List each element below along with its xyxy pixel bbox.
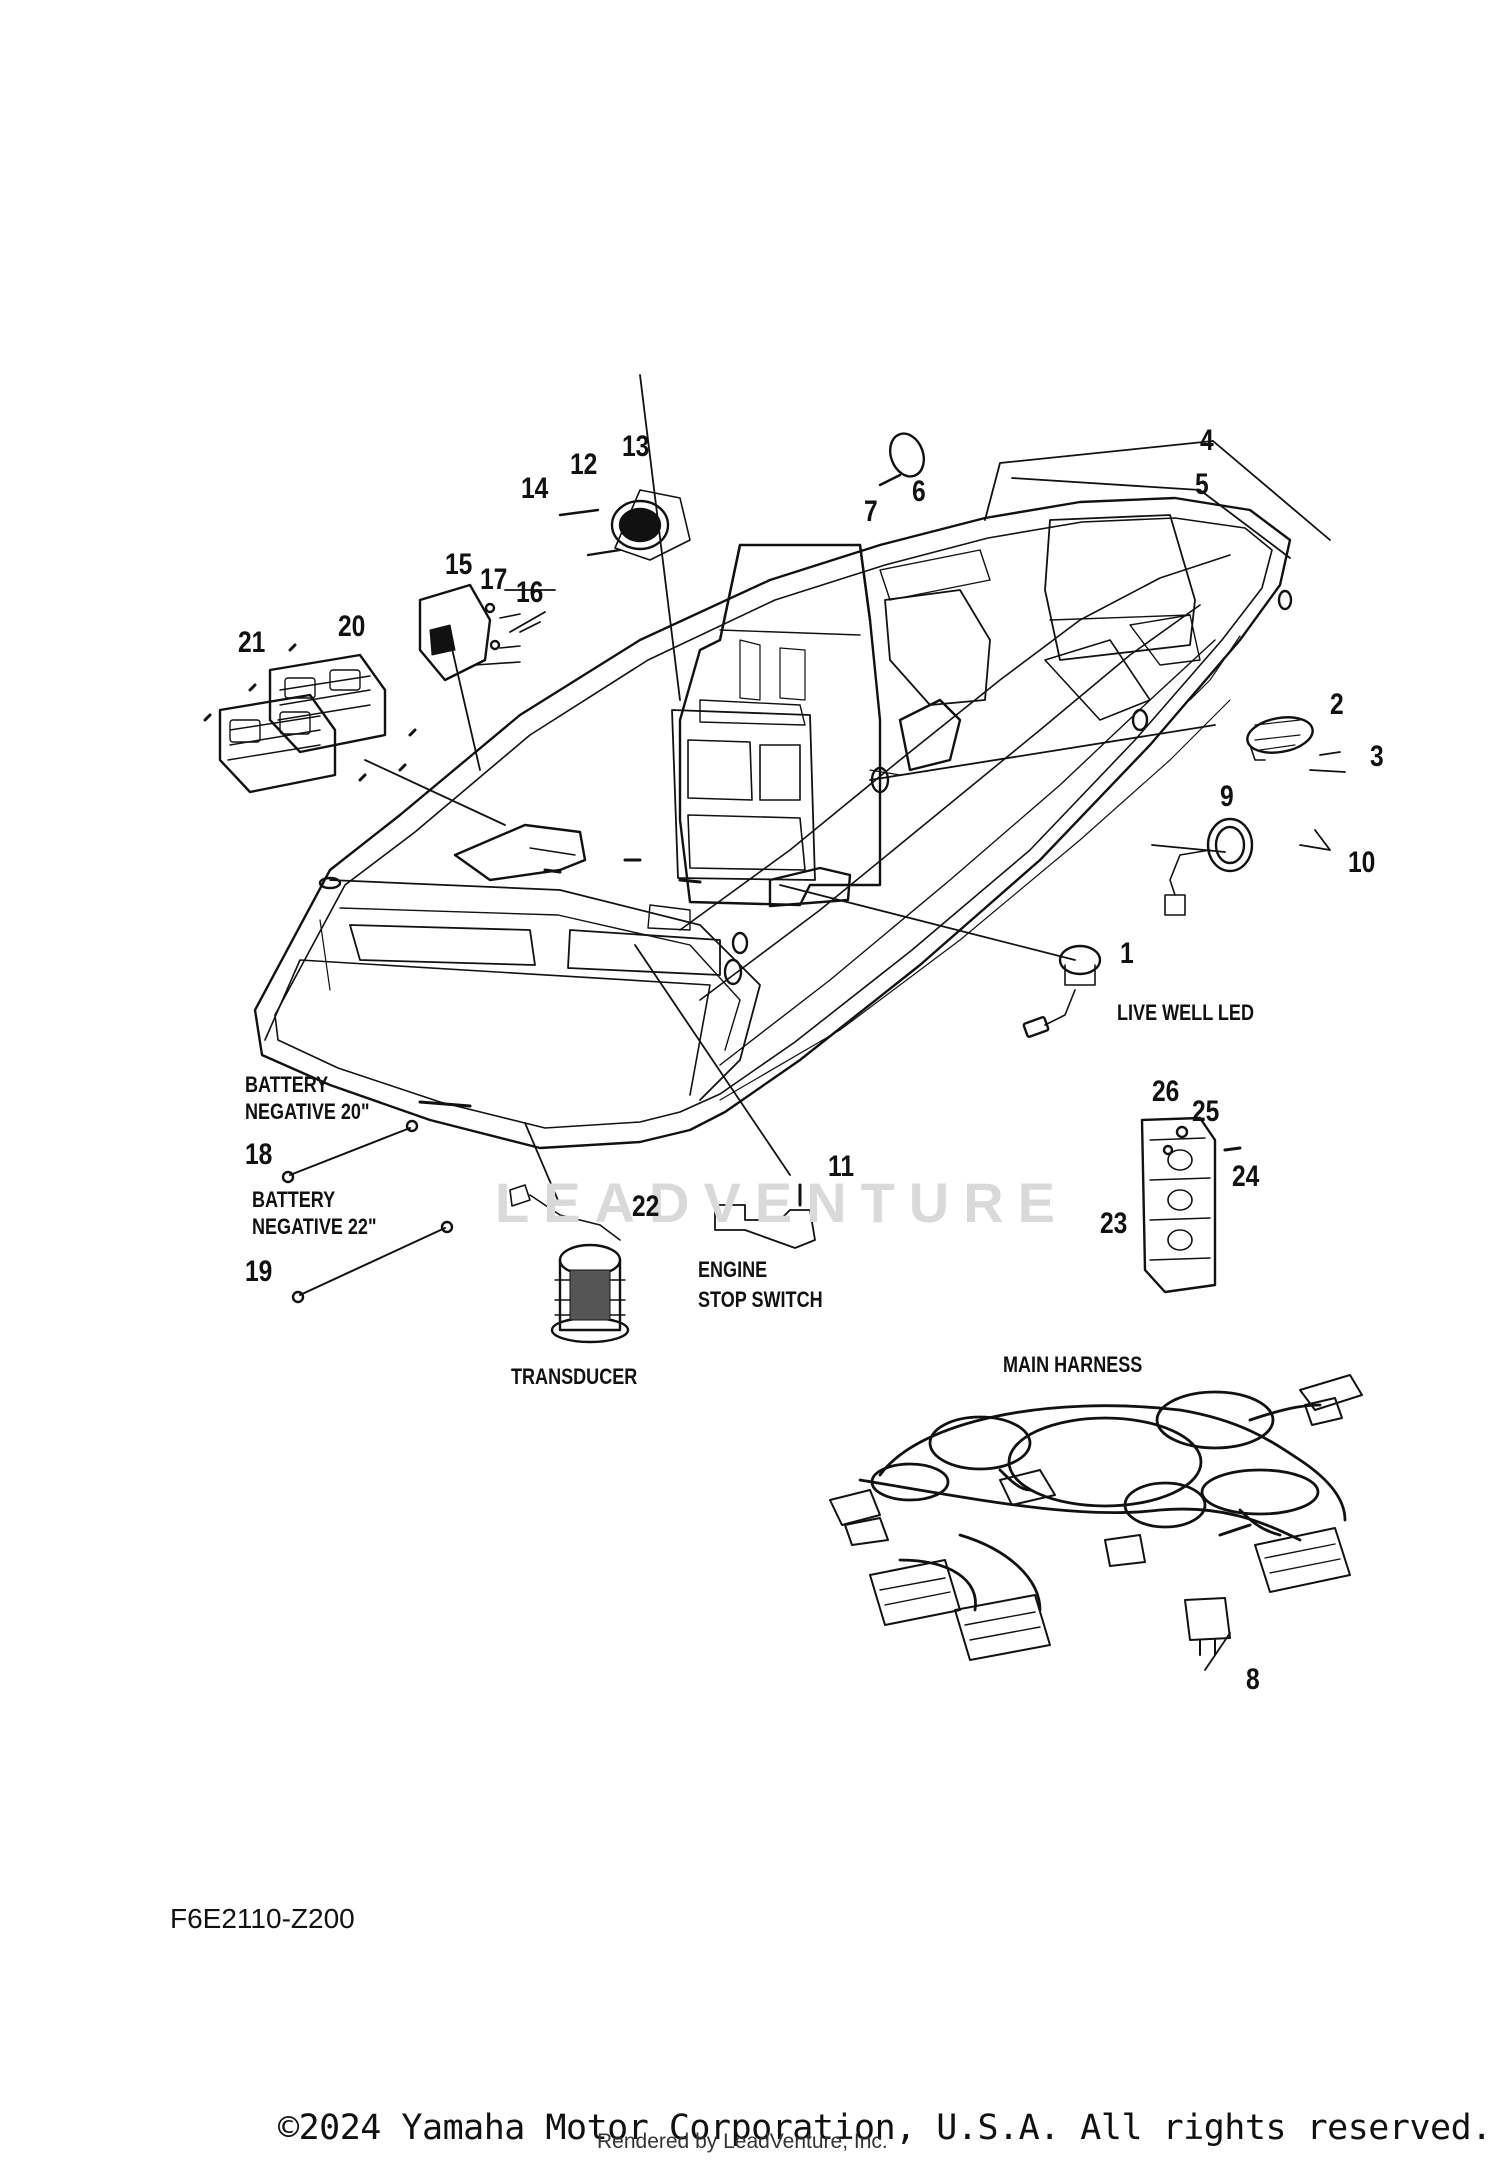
part-number-19: 19	[245, 1255, 273, 1288]
caption-battery-negative-22-line2: NEGATIVE 22"	[252, 1214, 377, 1239]
small-parts	[203, 432, 1314, 1344]
part-number-9: 9	[1220, 780, 1234, 813]
caption-battery-negative-22-line1: BATTERY	[252, 1187, 336, 1212]
part-number-26: 26	[1152, 1075, 1180, 1108]
boat-hull-drawing	[253, 496, 1293, 1150]
rendered-by-notice: Rendered by LeadVenture, Inc.	[597, 2130, 888, 2153]
caption-main-harness: MAIN HARNESS	[1003, 1352, 1143, 1377]
part-number-3: 3	[1370, 740, 1384, 773]
part-number-1: 1	[1120, 937, 1134, 970]
leader-lines	[364, 374, 1346, 1671]
part-number-4: 4	[1200, 424, 1214, 457]
part-number-14: 14	[521, 472, 549, 505]
copyright-notice: ©2024 Yamaha Motor Corporation, U.S.A. A…	[278, 2108, 1492, 2148]
part-number-10: 10	[1348, 846, 1376, 879]
part-number-11: 11	[828, 1150, 855, 1183]
watermark: LEADVENTURE	[495, 1171, 1070, 1234]
figure-code: F6E2110-Z200	[170, 1903, 355, 1934]
part-number-20: 20	[338, 610, 366, 643]
caption-engine-stop-line2: STOP SWITCH	[698, 1287, 823, 1312]
caption-transducer: TRANSDUCER	[511, 1364, 638, 1389]
part-number-17: 17	[480, 563, 508, 596]
caption-battery-negative-20-line1: BATTERY	[245, 1072, 329, 1097]
part-number-15: 15	[445, 548, 473, 581]
part-number-2: 2	[1330, 688, 1344, 721]
part-number-22: 22	[632, 1190, 660, 1223]
caption-engine-stop-line1: ENGINE	[698, 1257, 768, 1282]
part-number-16: 16	[516, 576, 544, 609]
part-number-12: 12	[570, 448, 598, 481]
part-number-6: 6	[912, 475, 926, 508]
part-number-23: 23	[1100, 1207, 1128, 1240]
part-number-8: 8	[1246, 1663, 1260, 1696]
part-number-25: 25	[1192, 1095, 1220, 1128]
part-number-24: 24	[1232, 1160, 1260, 1193]
part-number-21: 21	[238, 626, 266, 659]
part-number-13: 13	[622, 430, 650, 463]
part-number-5: 5	[1195, 468, 1209, 501]
part-number-18: 18	[245, 1138, 273, 1171]
part-number-7: 7	[864, 495, 878, 528]
caption-battery-negative-20-line2: NEGATIVE 20"	[245, 1099, 370, 1124]
main-harness	[829, 1374, 1363, 1661]
caption-live-well-led: LIVE WELL LED	[1117, 1000, 1254, 1025]
